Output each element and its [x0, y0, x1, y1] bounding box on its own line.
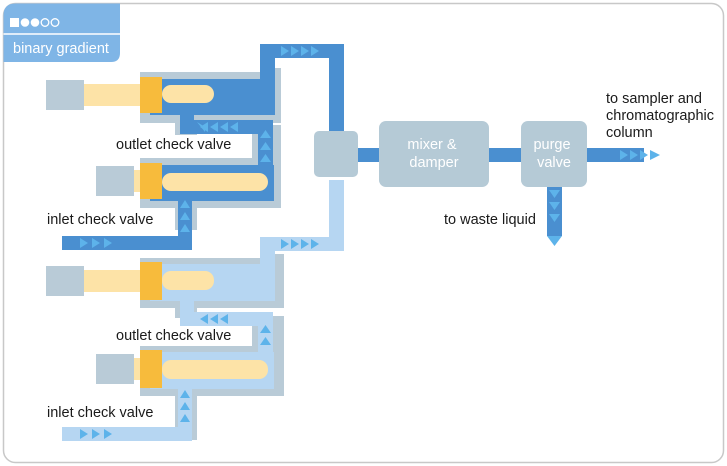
- step-dot-active: [20, 18, 30, 27]
- header-tag-label: binary gradient: [13, 41, 109, 57]
- step-dot-inactive: [50, 18, 60, 27]
- main-line: [358, 148, 644, 236]
- step-dot-active: [30, 18, 40, 27]
- purge-valve-box: [521, 121, 587, 187]
- pump-b2-piston: [96, 350, 268, 388]
- inlet-check-valve-label-a: inlet check valve: [47, 212, 153, 228]
- pump-a2-piston: [96, 163, 268, 199]
- to-sampler-label: to sampler and chromatographic column: [606, 91, 718, 141]
- mixer-damper-box: [379, 121, 489, 187]
- header-tag: binary gradient: [3, 3, 120, 62]
- pump-a1-piston: [46, 77, 214, 113]
- step-dot-inactive: [40, 18, 50, 27]
- outlet-check-valve-label-a: outlet check valve: [116, 137, 231, 153]
- outlet-check-valve-label-b: outlet check valve: [116, 328, 231, 344]
- flow-arrows: [80, 46, 660, 439]
- pump-b1-piston: [46, 262, 214, 300]
- mixer-damper-label: mixer & damper: [407, 137, 460, 171]
- to-waste-liquid-label: to waste liquid: [444, 212, 536, 228]
- inlet-check-valve-label-b: inlet check valve: [47, 405, 153, 421]
- step-indicator-bar: [10, 18, 19, 27]
- step-indicator: [10, 18, 60, 27]
- tee-junction: [314, 131, 358, 177]
- purge-valve-label: purge valve: [533, 137, 574, 171]
